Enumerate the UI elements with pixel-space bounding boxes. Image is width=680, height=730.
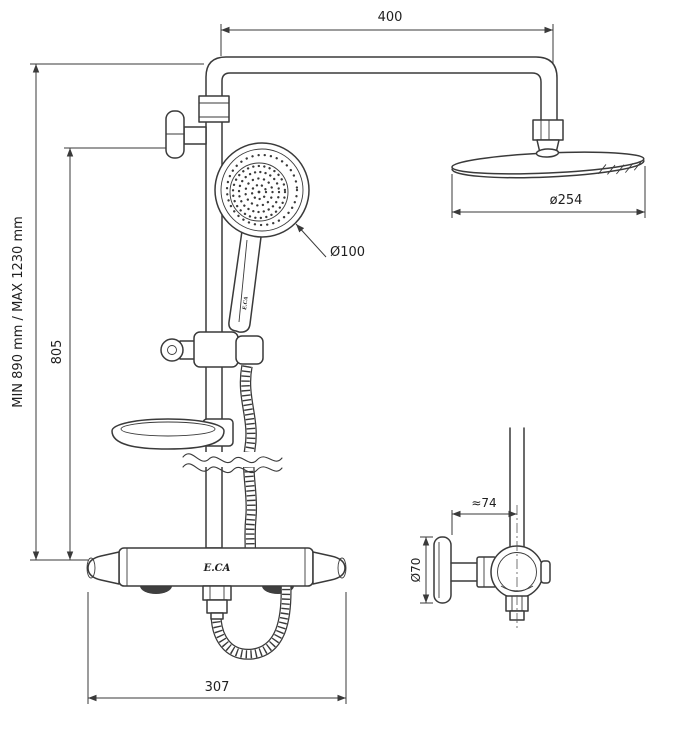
- dim-escutcheon-diameter-label: Ø70: [409, 558, 423, 583]
- break-marks: [182, 452, 283, 474]
- shower-hose-upper: [239, 364, 258, 555]
- valve-body-side: [490, 545, 551, 599]
- hand-shower-head: [214, 142, 310, 238]
- dim-top-width-label: 400: [378, 10, 403, 25]
- soap-dish: [111, 418, 234, 450]
- mixer-brand-label: E.CA: [203, 563, 231, 574]
- mixer-valve: E.CA: [86, 547, 347, 660]
- rain-shower-head: [451, 148, 645, 179]
- dim-mixer-width: 307: [87, 592, 347, 704]
- dim-escutcheon-diameter: Ø70: [409, 536, 433, 604]
- hand-shower: E.CA: [214, 142, 310, 333]
- shower-column: E.CA: [111, 56, 645, 555]
- dim-height-range: MIN 890 mm / MAX 1230 mm: [11, 63, 204, 561]
- spray-nozzles: [225, 153, 299, 227]
- mixer-outlet: [202, 585, 232, 620]
- dim-mixer-width-label: 307: [205, 680, 230, 695]
- dim-side-offset: ≈74: [451, 496, 517, 535]
- dim-head-diameter: ø254: [451, 166, 646, 218]
- dim-side-offset-label: ≈74: [471, 496, 496, 510]
- dim-height-range-label: MIN 890 mm / MAX 1230 mm: [11, 216, 26, 408]
- dim-hand-shower-diameter-label: Ø100: [330, 245, 365, 260]
- dimension-lines: 400 MIN 890 mm / MAX 1230 mm 805 307 ø25…: [11, 10, 646, 704]
- wall-bracket: [165, 110, 207, 159]
- mixer-handle-left: [87, 551, 120, 585]
- valve-side-knob: [540, 560, 551, 584]
- riser-and-arm-pipe: [205, 56, 558, 549]
- mixer-handle-right: [312, 551, 346, 585]
- side-detail-view: [433, 427, 551, 628]
- head-hatching: [598, 161, 642, 175]
- dim-hand-shower-diameter: Ø100: [295, 223, 365, 260]
- hand-shower-handle: [228, 230, 262, 333]
- head-fitting: [532, 119, 564, 154]
- slider-holder: [160, 331, 264, 368]
- wall-escutcheon: [433, 536, 452, 604]
- shower-hose-lower: [210, 583, 292, 660]
- wall-connector-pipe: [450, 556, 497, 588]
- riser-union-fitting: [198, 95, 230, 123]
- hand-shower-brand-label: E.CA: [242, 296, 250, 311]
- dim-head-diameter-label: ø254: [550, 193, 583, 208]
- dim-riser-height-label: 805: [50, 340, 65, 365]
- dim-riser-height: 805: [50, 147, 170, 560]
